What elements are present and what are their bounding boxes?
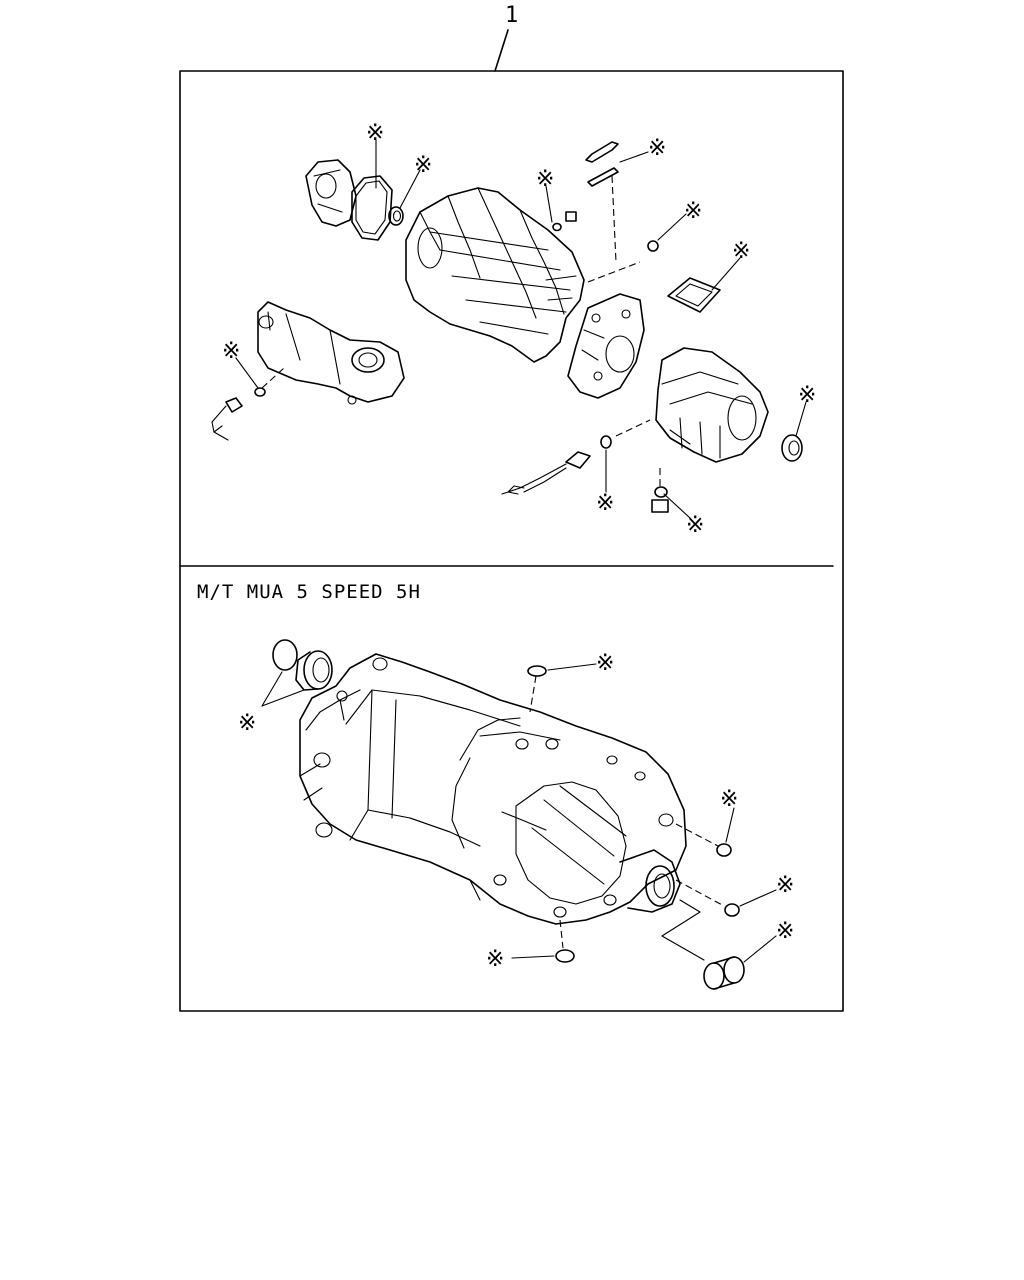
- front-oil-seal: [388, 206, 404, 226]
- kit-marker-3: ※: [536, 167, 554, 192]
- rear-housing: [655, 347, 769, 463]
- lower-kit-leaders: [261, 663, 777, 963]
- kit-marker-6: ※: [732, 239, 750, 264]
- kit-marker-11: ※: [238, 711, 256, 736]
- main-housing: [299, 653, 687, 925]
- kit-marker-9: ※: [596, 491, 614, 516]
- callout-leader: [494, 29, 509, 72]
- large-oil-seal: [295, 650, 333, 691]
- kit-marker-10: ※: [686, 513, 704, 538]
- cover-gasket: [351, 175, 393, 241]
- diagram-frame: [179, 70, 844, 1012]
- kit-marker-4: ※: [648, 136, 666, 161]
- kit-marker-12: ※: [596, 651, 614, 676]
- kit-marker-8: ※: [798, 383, 816, 408]
- top-cover-gasket: [667, 277, 721, 313]
- sensor-washer-right: [600, 435, 612, 449]
- switch-sensor-left: [211, 397, 243, 441]
- kit-marker-16: ※: [486, 947, 504, 972]
- case-plug: [552, 211, 577, 232]
- rear-oil-seal: [781, 434, 803, 462]
- lower-assembly-view: ※ ※ ※ ※ ※ ※: [238, 639, 794, 990]
- adapter-plate: [567, 293, 645, 399]
- kit-marker-15: ※: [776, 919, 794, 944]
- kit-marker-2: ※: [414, 153, 432, 178]
- upper-exploded-view: ※ ※ ※ ※ ※ ※ ※ ※ ※ ※: [211, 121, 816, 538]
- bottom-washer: [555, 949, 575, 963]
- front-cover: [305, 159, 357, 227]
- kit-marker-7: ※: [222, 339, 240, 364]
- shift-pins: [585, 141, 619, 263]
- speed-sensor: [501, 451, 591, 495]
- kit-marker-1: ※: [366, 121, 384, 146]
- sensor-washer-left: [254, 387, 266, 397]
- kit-marker-5: ※: [684, 199, 702, 224]
- transmission-case: [405, 187, 585, 363]
- small-o-ring-1: [716, 843, 732, 857]
- kit-marker-13: ※: [720, 787, 738, 812]
- small-o-ring-2: [724, 903, 740, 917]
- rear-bushing: [703, 956, 745, 990]
- upper-kit-leaders: [235, 139, 807, 519]
- large-o-ring: [272, 639, 298, 671]
- top-washer: [527, 665, 547, 677]
- callout-number: 1: [505, 3, 518, 28]
- small-o-ring-upper: [647, 240, 659, 252]
- section-title: M/T MUA 5 SPEED 5H: [197, 581, 421, 603]
- kit-marker-14: ※: [776, 873, 794, 898]
- extension-housing: [257, 301, 405, 405]
- rear-bolt: [651, 486, 669, 513]
